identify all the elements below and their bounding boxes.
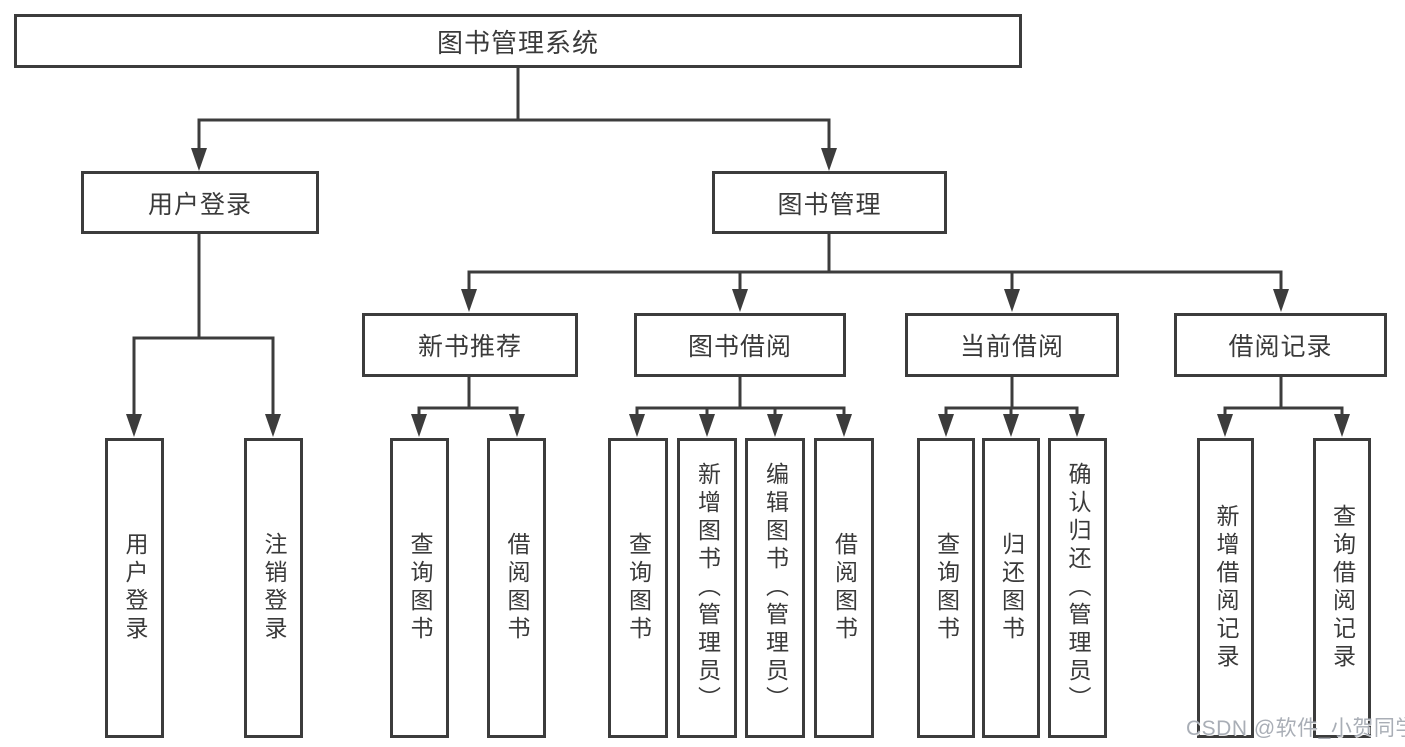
arrow-down-icon [191, 148, 207, 171]
node-label: 归还图书 [998, 532, 1025, 644]
node-library-management-system: 图书管理系统 [14, 14, 1022, 68]
arrow-down-icon [767, 414, 783, 437]
arrow-down-icon [461, 289, 477, 312]
node-label: 新书推荐 [417, 333, 522, 361]
node-label: 查询借阅记录 [1329, 504, 1356, 672]
arrow-down-icon [1334, 414, 1350, 437]
node-label: 用户登录 [147, 190, 252, 219]
node-current-borrow: 当前借阅 [905, 313, 1119, 377]
leaf-add-borrow-record: 新增借阅记录 [1197, 438, 1254, 738]
node-label: 注销登录 [261, 532, 287, 644]
node-borrow-records: 借阅记录 [1174, 313, 1387, 377]
leaf-add-book-admin: 新增图书（管理员） [677, 438, 737, 738]
arrow-down-icon [938, 414, 954, 437]
leaf-query-book-3: 查询图书 [917, 438, 975, 738]
node-label: 用户登录 [122, 532, 148, 644]
leaf-query-borrow-record: 查询借阅记录 [1313, 438, 1371, 738]
node-label: 图书管理系统 [436, 27, 599, 58]
arrow-down-icon [509, 414, 525, 437]
arrow-down-icon [126, 414, 142, 437]
node-label: 新增图书（管理员） [694, 462, 721, 714]
arrow-down-icon [265, 414, 281, 437]
node-label: 查询图书 [407, 532, 433, 644]
node-label: 借阅图书 [831, 532, 858, 644]
node-label: 图书管理 [777, 190, 882, 219]
node-label: 查询图书 [933, 532, 960, 644]
node-label: 借阅记录 [1228, 333, 1333, 361]
leaf-edit-book-admin: 编辑图书（管理员） [745, 438, 805, 738]
connector-new-book-branch [417, 377, 519, 425]
arrow-down-icon [1273, 289, 1289, 312]
connector-book-borrow-branch [635, 377, 846, 425]
leaf-confirm-return-admin: 确认归还（管理员） [1048, 438, 1107, 738]
connector-user-login-branch [132, 234, 275, 425]
arrow-down-icon [411, 414, 427, 437]
leaf-query-book-1: 查询图书 [390, 438, 449, 738]
node-label: 当前借阅 [959, 333, 1064, 361]
node-book-management: 图书管理 [712, 171, 947, 234]
node-book-borrow: 图书借阅 [634, 313, 846, 377]
arrow-down-icon [629, 414, 645, 437]
csdn-watermark: CSDN @软件_小贺同学 [1186, 717, 1405, 740]
node-label: 借阅图书 [504, 532, 530, 644]
node-user-login: 用户登录 [81, 171, 319, 234]
arrow-down-icon [1217, 414, 1233, 437]
leaf-user-login: 用户登录 [105, 438, 164, 738]
node-new-book-recommend: 新书推荐 [362, 313, 578, 377]
leaf-query-book-2: 查询图书 [608, 438, 668, 738]
node-label: 确认归还（管理员） [1065, 462, 1091, 714]
arrow-down-icon [836, 414, 852, 437]
arrow-down-icon [1003, 414, 1019, 437]
connector-borrow-record-branch [1223, 377, 1344, 425]
arrow-down-icon [821, 148, 837, 171]
leaf-borrow-book-1: 借阅图书 [487, 438, 546, 738]
node-label: 图书借阅 [687, 333, 792, 361]
connector-current-borrow-branch [944, 377, 1079, 425]
node-label: 新增借阅记录 [1213, 504, 1239, 672]
leaf-logout-login: 注销登录 [244, 438, 303, 738]
connector-book-mgmt-branch [467, 234, 1283, 300]
connector-root-to-level1 [197, 68, 831, 160]
node-label: 编辑图书（管理员） [762, 462, 789, 714]
arrow-down-icon [1004, 289, 1020, 312]
leaf-return-book: 归还图书 [982, 438, 1040, 738]
leaf-borrow-book-2: 借阅图书 [814, 438, 874, 738]
node-label: 查询图书 [625, 532, 652, 644]
arrow-down-icon [699, 414, 715, 437]
arrow-down-icon [1069, 414, 1085, 437]
arrow-down-icon [732, 289, 748, 312]
